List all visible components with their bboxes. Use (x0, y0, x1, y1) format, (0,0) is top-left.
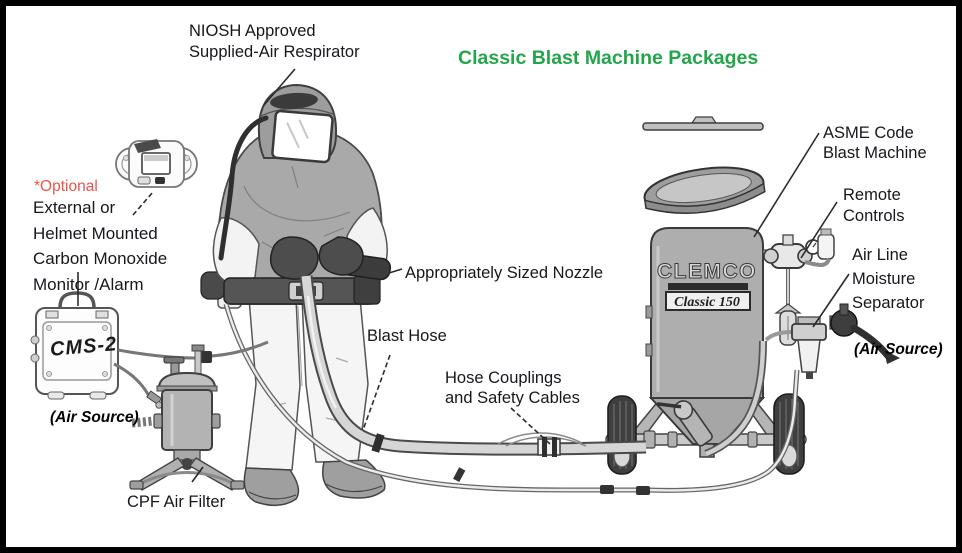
cpf-body (161, 389, 213, 451)
co-monitor-label-line3: Carbon Monoxide (33, 249, 168, 268)
couplings-label-line1: Hose Couplings (445, 369, 562, 387)
helmet-logo (270, 92, 318, 110)
nozzle-label: Appropriately Sized Nozzle (405, 264, 604, 282)
cms2-dangling-tube (113, 362, 152, 399)
co-monitor-label: External or Helmet Mounted Carbon Monoxi… (33, 195, 167, 297)
respirator-label-line2: Supplied-Air Respirator (189, 43, 360, 61)
remote-controls-label: Remote Controls (843, 185, 904, 227)
leader-blast-hose (362, 354, 391, 431)
worker-left-leg (245, 297, 301, 471)
machine-lid-bar (642, 122, 764, 131)
hose-runs (223, 275, 800, 495)
air-source-right-label: (Air Source) (854, 341, 943, 358)
moisture-separator-label-line1: Air Line (852, 246, 908, 264)
breathing-tube (218, 115, 269, 261)
leader-separator (812, 273, 850, 328)
leader-nozzle (388, 268, 403, 274)
blast-machine-label-line2: Blast Machine (823, 144, 927, 162)
remote-controls-label-line2: Controls (843, 207, 905, 225)
worker-right-glove (318, 236, 364, 276)
blast-machine-label: ASME Code Blast Machine (823, 123, 927, 163)
cpf-right-leg (188, 457, 240, 491)
blast-machine-diagram-art: CLEMCO Classic 150 (30, 68, 900, 507)
leader-couplings (510, 407, 551, 445)
cms2-illustration (30, 291, 269, 409)
cms2-sample-tube (117, 348, 197, 360)
leader-respirator (263, 68, 296, 106)
optional-note: *Optional (34, 178, 98, 195)
respirator-label: NIOSH Approved Supplied-Air Respirator (189, 21, 360, 63)
co-monitor-illustration (115, 139, 198, 188)
leader-cpf (191, 466, 204, 483)
leader-lines (77, 68, 850, 483)
machine-brand-text: CLEMCO (657, 260, 757, 283)
couplings-label: Hose Couplings and Safety Cables (445, 368, 580, 408)
moisture-separator-label-line3: Separator (852, 294, 925, 312)
page-title: Classic Blast Machine Packages (458, 47, 759, 69)
cpf-filter-illustration (129, 344, 245, 491)
moisture-separator-label-line2: Moisture (852, 270, 916, 288)
co-monitor-label-line2: Helmet Mounted (33, 223, 158, 243)
hose-coupling-left (371, 433, 385, 453)
separator-head (791, 323, 827, 341)
moisture-separator-label: Air Line Moisture Separator (852, 243, 924, 315)
blast-machine-illustration: CLEMCO Classic 150 (605, 116, 807, 475)
leader-asme (753, 132, 820, 238)
worker-left-shoe (243, 467, 300, 507)
blast-machine-label-line1: ASME Code (823, 124, 914, 142)
remote-bottle (817, 233, 835, 260)
separator-bowl (797, 339, 821, 373)
machine-body (650, 227, 764, 399)
leader-co-monitor (132, 191, 154, 216)
co-monitor-label-line1: External or (33, 198, 116, 217)
couplings-label-line2: and Safety Cables (445, 389, 580, 407)
co-monitor-label-line4: Monitor /Alarm (33, 274, 144, 294)
moisture-separator-illustration (764, 303, 900, 379)
machine-model-text: Classic 150 (674, 295, 740, 310)
leader-remote (800, 201, 838, 259)
machine-funnel-cover (643, 166, 766, 214)
blast-hose-label: Blast Hose (367, 327, 447, 345)
respirator-visor (271, 109, 334, 164)
cpf-left-leg (134, 457, 186, 491)
machine-model-badge (665, 291, 751, 311)
remote-controls-label-line1: Remote (843, 186, 901, 204)
cms2-handle (58, 291, 96, 309)
machine-metering-valve (656, 400, 713, 447)
air-source-left-label: (Air Source) (50, 409, 139, 426)
worker-left-glove (270, 236, 319, 280)
machine-lid-handle (690, 116, 718, 124)
respirator-label-line1: NIOSH Approved (189, 22, 316, 40)
cpf-dome (157, 371, 217, 389)
cpf-filter-label: CPF Air Filter (127, 493, 226, 511)
machine-left-wheel (607, 395, 637, 475)
